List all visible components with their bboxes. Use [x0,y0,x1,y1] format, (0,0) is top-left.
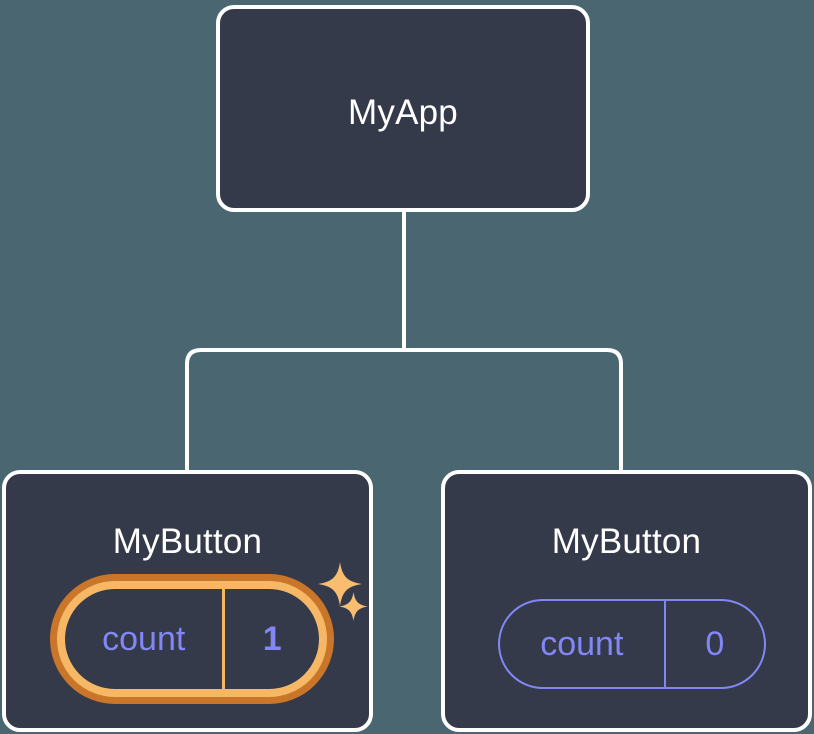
highlight-ring-outer [50,574,334,704]
state-value-label: 0 [663,601,764,687]
node-title: MyApp [348,93,458,132]
node-title: MyButton [551,522,702,561]
state-value-label: 1 [222,589,319,689]
node-card-mybutton-right[interactable]: MyButton count 0 [441,470,812,732]
node-card-myapp[interactable]: MyApp [216,5,590,212]
connector-branches [185,348,623,470]
state-key-label: count [102,619,186,658]
state-pill-highlighted[interactable]: count 1 [50,574,334,704]
state-key-label: count [540,624,624,663]
node-card-mybutton-left[interactable]: MyButton count 1 [2,470,373,732]
state-pill[interactable]: count 0 [498,599,766,689]
node-title: MyButton [112,522,263,561]
highlight-ring-inner [57,581,327,697]
state-pill-body: count 1 [65,589,319,689]
